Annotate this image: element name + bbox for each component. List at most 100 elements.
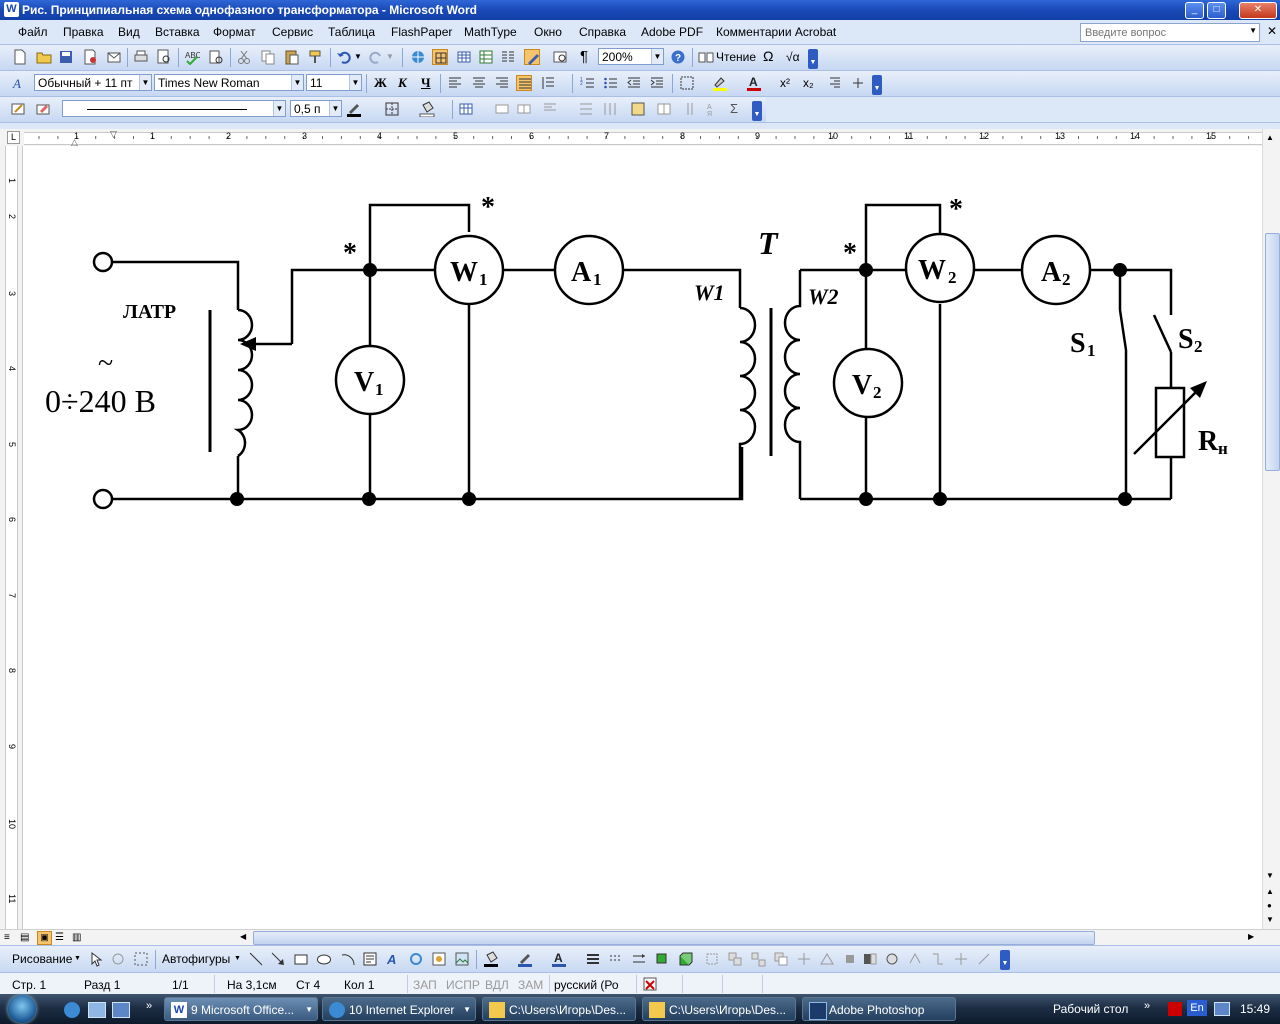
order-icon[interactable] [773, 951, 789, 967]
doc-map-icon[interactable] [552, 49, 568, 65]
distribute-rows-icon[interactable] [578, 101, 594, 117]
autoshapes-button[interactable]: Автофигуры [162, 952, 231, 966]
columns-icon[interactable] [500, 49, 516, 65]
spelling-status-icon[interactable] [642, 976, 658, 992]
status-record[interactable]: ЗАП [413, 978, 437, 992]
permission-icon[interactable] [82, 49, 98, 65]
canvas-icon[interactable] [133, 951, 149, 967]
menu-table[interactable]: Таблица [328, 25, 376, 39]
border-color-icon[interactable] [346, 101, 362, 117]
document-page[interactable]: W 1 A 1 V 1 W 2 A 2 V 2 S 1 S 2 R н ЛАТР… [23, 146, 1262, 930]
network-tray-icon[interactable] [1214, 1002, 1230, 1016]
word-app-icon[interactable]: W [4, 2, 19, 17]
menu-adobe-pdf[interactable]: Adobe PDF [641, 25, 704, 39]
clock[interactable]: 15:49 [1240, 1002, 1271, 1016]
scroll-down-icon[interactable]: ▼ [1266, 871, 1274, 880]
maximize-icon[interactable]: □ [1207, 2, 1226, 19]
straight-connector-icon[interactable] [976, 951, 992, 967]
format-toolbar-options-icon[interactable]: ▼ [872, 75, 882, 95]
line-style-draw-icon[interactable] [585, 951, 601, 967]
task-photoshop[interactable]: Adobe Photoshop [802, 997, 956, 1021]
group-icon[interactable] [727, 951, 743, 967]
shadow-icon[interactable] [654, 951, 670, 967]
rotate-icon[interactable] [110, 951, 126, 967]
ask-dropdown-icon[interactable]: ▼ [1249, 26, 1257, 35]
insert-excel-icon[interactable] [478, 49, 494, 65]
task-group-arrow-icon[interactable]: ▼ [305, 1005, 313, 1014]
scroll-left-icon[interactable]: ◀ [240, 932, 247, 941]
line-spacing-icon[interactable] [540, 75, 556, 91]
menu-acrobat-comments[interactable]: Комментарии Acrobat [716, 25, 837, 39]
edit-points-icon[interactable] [907, 951, 923, 967]
antivirus-tray-icon[interactable] [1168, 1002, 1182, 1016]
redo-dropdown-icon[interactable]: ▼ [386, 52, 394, 61]
email-icon[interactable] [106, 49, 122, 65]
line-style-combo[interactable]: ▼ [62, 100, 286, 117]
autosum-icon[interactable]: Σ [730, 101, 739, 116]
vertical-scrollbar[interactable]: ▲ ▼ ▲ ● ▼ [1262, 129, 1280, 929]
minimize-icon[interactable]: _ [1185, 2, 1204, 19]
spelling-icon[interactable]: ABC [184, 49, 200, 65]
flip-icon[interactable] [819, 951, 835, 967]
hscroll-thumb[interactable] [253, 931, 1095, 945]
merge-cells-icon[interactable] [494, 101, 510, 117]
next-page-icon[interactable]: ▼ [1266, 915, 1274, 924]
eraser-icon[interactable] [35, 101, 51, 117]
align-right-icon[interactable] [494, 75, 510, 91]
send-back-icon[interactable] [862, 951, 878, 967]
start-button-icon[interactable] [8, 995, 36, 1023]
task-explorer-1[interactable]: C:\Users\Игорь\Des... [482, 997, 636, 1021]
reading-mode-label[interactable]: Чтение [716, 50, 757, 64]
dash-style-icon[interactable] [608, 951, 624, 967]
save-icon[interactable] [58, 49, 74, 65]
help-icon[interactable]: ? [670, 49, 686, 65]
line-tool-icon[interactable] [248, 951, 264, 967]
desktop-toolbar-label[interactable]: Рабочий стол [1053, 1002, 1129, 1016]
open-folder-icon[interactable] [36, 49, 52, 65]
zoom-dropdown-icon[interactable]: ▼ [651, 49, 663, 64]
copy-icon[interactable] [260, 49, 276, 65]
status-language[interactable]: русский (Ро [554, 978, 619, 992]
bold-button[interactable]: Ж [374, 75, 387, 90]
italic-button[interactable]: К [398, 75, 407, 90]
arrow-tool-icon[interactable] [270, 951, 286, 967]
select-objects-icon[interactable] [88, 951, 104, 967]
scroll-thumb[interactable] [1265, 233, 1280, 471]
close-doc-icon[interactable]: ✕ [1267, 24, 1278, 38]
hyperlink-icon[interactable] [410, 49, 426, 65]
menu-flashpaper[interactable]: FlashPaper [391, 25, 453, 39]
text-direction-icon[interactable] [684, 101, 700, 117]
textbox-tool-icon[interactable] [362, 951, 378, 967]
first-line-indent-icon[interactable]: ▽ [110, 129, 117, 139]
arc-tool-icon[interactable] [340, 951, 356, 967]
quicklaunch-more-icon[interactable]: » [146, 1000, 153, 1012]
connector-icon[interactable] [930, 951, 946, 967]
line-weight-dropdown-icon[interactable]: ▼ [329, 101, 341, 116]
rtl-icon[interactable] [826, 75, 842, 91]
menu-mathtype[interactable]: MathType [464, 25, 517, 39]
align-center-icon[interactable] [471, 75, 487, 91]
quicklaunch-switch-icon[interactable] [112, 1002, 130, 1018]
redo-icon[interactable] [368, 49, 384, 65]
insert-table-menu-icon[interactable] [458, 101, 474, 117]
status-extend[interactable]: ВДЛ [485, 978, 509, 992]
bullets-icon[interactable] [603, 75, 619, 91]
left-indent-icon[interactable]: △ [71, 137, 78, 147]
superscript-icon[interactable]: x² [780, 76, 790, 90]
research-icon[interactable] [208, 49, 224, 65]
size-dropdown-icon[interactable]: ▼ [349, 75, 361, 90]
fill-color-icon[interactable] [483, 951, 499, 967]
menu-edit[interactable]: Правка [63, 25, 104, 39]
task-group-arrow-icon[interactable]: ▼ [463, 1005, 471, 1014]
decrease-indent-icon[interactable] [626, 75, 642, 91]
line-style-dropdown-icon[interactable]: ▼ [273, 101, 285, 116]
subscript-icon[interactable]: x₂ [803, 76, 814, 90]
insert-equation-button[interactable]: √α [786, 50, 800, 64]
border-icon[interactable] [679, 75, 695, 91]
horizontal-scrollbar[interactable]: ≡ ▤ ▣ ☰ ▥ ◀ ▶ [0, 929, 1280, 946]
tab-selector-icon[interactable]: L [7, 131, 20, 144]
reading-mode-icon[interactable] [698, 49, 714, 65]
size-combo[interactable]: 11▼ [306, 74, 362, 91]
menu-help[interactable]: Справка [579, 25, 627, 39]
font-color-draw-icon[interactable]: A [551, 951, 567, 967]
